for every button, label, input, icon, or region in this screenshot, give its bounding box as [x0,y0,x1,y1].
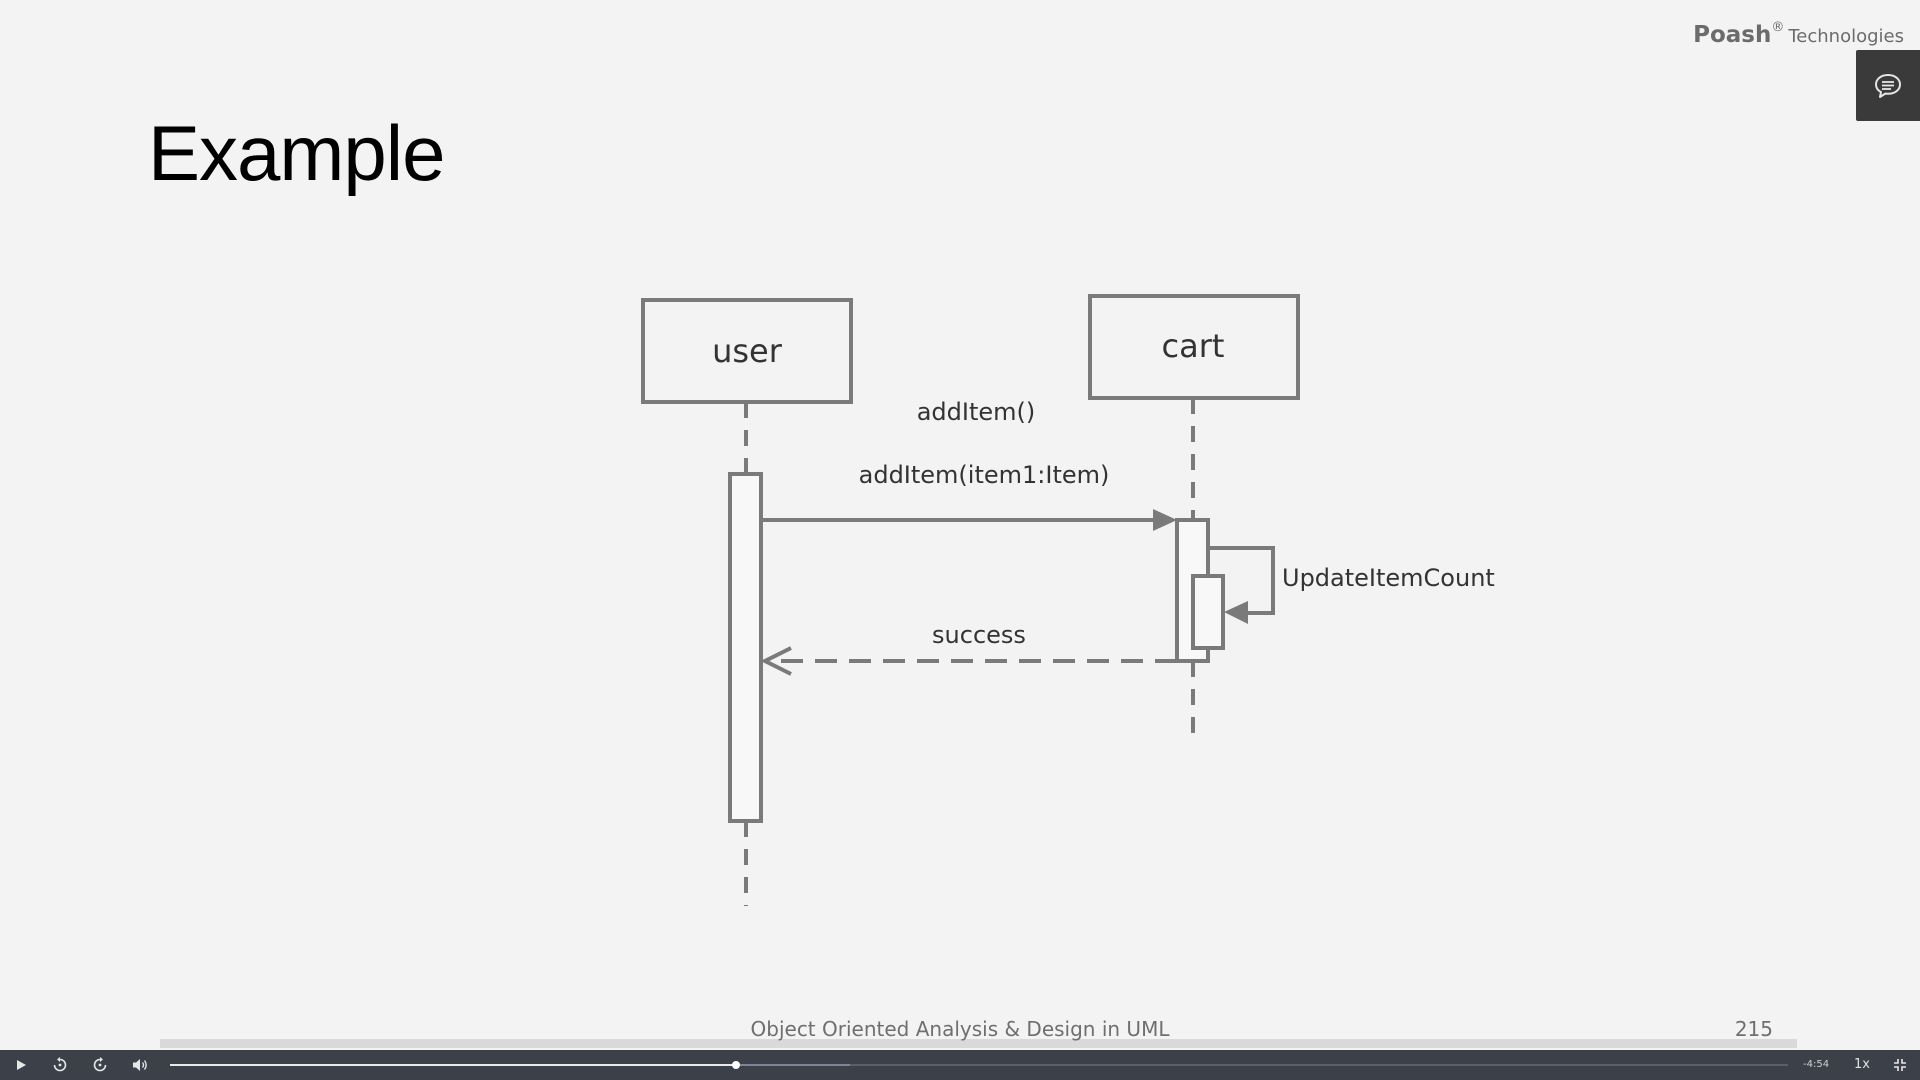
progress-handle[interactable] [732,1061,741,1069]
time-remaining: -4:54 [1803,1059,1830,1070]
lifeline-user: user [641,298,853,906]
play-button[interactable] [4,1050,38,1080]
sequence-diagram: user cart addItem() addItem(item1:Item) … [641,294,1495,906]
chat-button[interactable] [1856,50,1920,121]
lifeline-user-label: user [712,332,783,370]
video-player-controls: -4:54 1x [0,1050,1920,1080]
message-call-label: addItem(item1:Item) [859,461,1110,489]
fullscreen-exit-icon [1894,1059,1906,1071]
play-icon [17,1060,26,1070]
message-operation-label: addItem() [917,398,1036,426]
page-number: 215 [1734,1017,1773,1041]
message-call-arrowhead [1153,509,1177,531]
slide-title: Example [148,109,445,197]
self-call-arrowhead [1224,601,1248,624]
self-call-label: UpdateItemCount [1282,564,1495,592]
chat-icon [1875,73,1901,98]
brand-suffix: Technologies [1788,26,1904,47]
lifeline-cart: cart [1088,294,1300,745]
rewind-button[interactable] [43,1050,77,1080]
message-return-label: success [932,621,1026,649]
slide: Poash®Technologies Example user cart [148,20,1920,1048]
volume-button[interactable] [123,1050,157,1080]
progress-bar[interactable] [170,1061,1788,1069]
activation-user [728,472,763,823]
message-return-arrowhead [760,646,792,676]
rewind-icon [53,1057,67,1072]
footer-bar [160,1039,1797,1048]
activation-cart-nested [1191,574,1225,650]
forward-button[interactable] [83,1050,117,1080]
slide-footer: Object Oriented Analysis & Design in UML [750,1017,1170,1041]
volume-icon [133,1059,147,1071]
brand-logo: Poash®Technologies [1693,20,1904,48]
fullscreen-exit-button[interactable] [1883,1050,1917,1080]
brand-name: Poash [1693,22,1772,48]
self-call-arrow [1208,546,1275,615]
progress-played [170,1064,737,1066]
playback-speed-button[interactable]: 1x [1854,1057,1870,1072]
forward-icon [93,1057,107,1072]
brand-registered: ® [1771,20,1785,35]
lifeline-cart-label: cart [1162,327,1225,365]
